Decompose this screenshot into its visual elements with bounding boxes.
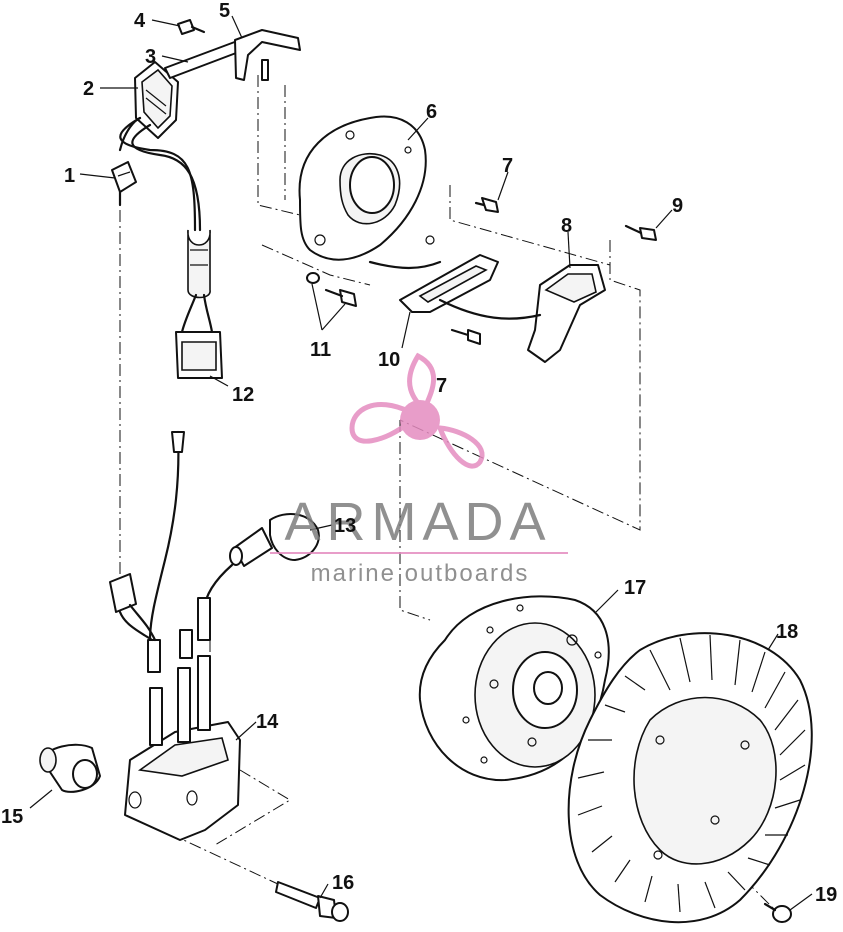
part-6-stator-plate bbox=[298, 115, 427, 261]
part-10-pulser-coil bbox=[368, 235, 499, 313]
callout-1: 1 bbox=[64, 165, 75, 187]
callout-18: 18 bbox=[776, 621, 798, 643]
part-1-connector bbox=[111, 161, 137, 207]
part-14-ignition-coil bbox=[124, 597, 241, 841]
part-18-cooling-fan bbox=[567, 632, 813, 924]
callout-2: 2 bbox=[83, 78, 94, 100]
part-17-flywheel-rotor bbox=[418, 595, 610, 782]
part-15-rubber-cap bbox=[39, 743, 101, 793]
callout-7b: 7 bbox=[436, 375, 447, 397]
watermark-brand: ARMADA bbox=[284, 492, 551, 552]
part-7-bolt-lower bbox=[450, 328, 481, 345]
watermark: ARMADA marine outboards bbox=[270, 352, 568, 587]
callout-15: 15 bbox=[1, 806, 23, 828]
callout-10: 10 bbox=[378, 349, 400, 371]
callout-labels: 1 2 3 4 5 6 7 8 9 10 11 12 7 13 17 18 14… bbox=[1, 0, 837, 906]
part-16-bolt bbox=[275, 881, 349, 922]
wire-harness-upper bbox=[118, 116, 202, 232]
callout-5: 5 bbox=[219, 0, 230, 22]
callout-6: 6 bbox=[426, 101, 437, 123]
callout-14: 14 bbox=[256, 711, 279, 733]
watermark-tagline: marine outboards bbox=[311, 560, 530, 587]
callout-12: 12 bbox=[232, 384, 254, 406]
callout-16: 16 bbox=[332, 872, 354, 894]
callout-9: 9 bbox=[672, 195, 683, 217]
part-4-screw bbox=[177, 19, 206, 35]
callout-17: 17 bbox=[624, 577, 646, 599]
part-9-bolt bbox=[624, 224, 657, 241]
callout-7a: 7 bbox=[502, 155, 513, 177]
part-11-bolt-washer bbox=[306, 272, 357, 307]
part-7-bolt-upper bbox=[474, 197, 499, 213]
callout-8: 8 bbox=[561, 215, 572, 237]
callout-19: 19 bbox=[815, 884, 837, 906]
callout-3: 3 bbox=[145, 46, 156, 68]
part-5-clamp bbox=[234, 29, 301, 81]
callout-13: 13 bbox=[334, 515, 356, 537]
part-12-connector-block bbox=[175, 229, 223, 379]
callout-11: 11 bbox=[310, 339, 331, 361]
part-8-charge-coil bbox=[438, 264, 606, 363]
callout-4: 4 bbox=[134, 10, 146, 32]
ignition-wire-lower bbox=[109, 430, 185, 642]
part-2-rectifier bbox=[134, 61, 179, 139]
fan-blades bbox=[577, 634, 806, 913]
leader-lines bbox=[29, 15, 813, 911]
propeller-logo bbox=[349, 352, 485, 469]
part-19-screw bbox=[763, 902, 792, 923]
